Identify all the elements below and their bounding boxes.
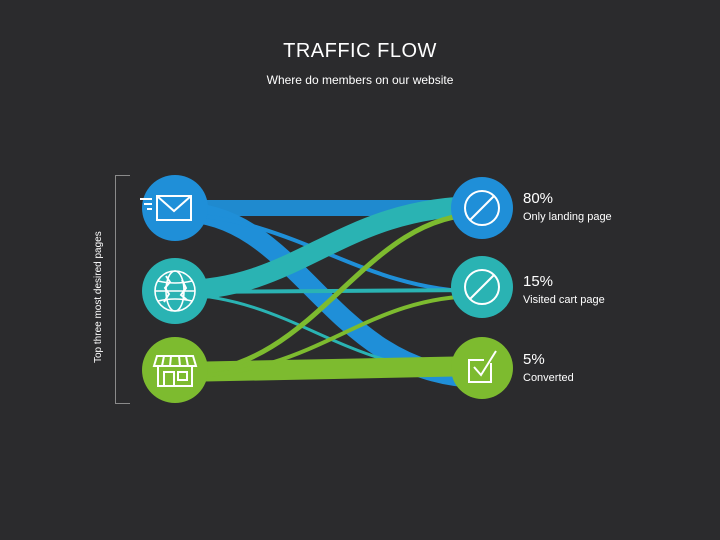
source-store-node	[142, 337, 208, 403]
checkbox-icon	[468, 350, 497, 383]
stat-converted-percent: 5%	[523, 351, 545, 368]
flow-teal-to-landing	[179, 196, 483, 300]
stat-landing-percent: 80%	[523, 190, 554, 207]
flow-green-to-landing	[179, 211, 483, 377]
flow-green-to-cart	[179, 294, 481, 378]
no-entry-icon	[464, 269, 500, 305]
stat-converted: 5% Converted	[523, 351, 574, 384]
page-title: TRAFFIC FLOW	[283, 40, 437, 62]
stat-cart-label: Visited cart page	[523, 294, 605, 306]
stat-landing: 80% Only landing page	[523, 190, 612, 223]
dest-cart-node	[451, 256, 513, 318]
stat-cart-percent: 15%	[523, 273, 554, 290]
source-globe-node	[142, 258, 208, 324]
stat-landing-label: Only landing page	[523, 211, 612, 223]
envelope-icon	[140, 195, 192, 221]
globe-icon	[154, 270, 196, 312]
no-entry-icon	[464, 190, 500, 226]
store-icon	[152, 355, 198, 387]
source-envelope-node	[140, 175, 208, 241]
stat-converted-label: Converted	[523, 372, 574, 384]
page-subtitle: Where do members on our website	[266, 73, 454, 87]
bracket-divider	[115, 175, 130, 404]
stat-cart: 15% Visited cart page	[523, 273, 605, 306]
dest-converted-node	[451, 337, 513, 399]
flow-teal-to-cart	[179, 288, 481, 294]
dest-landing-node	[451, 177, 513, 239]
